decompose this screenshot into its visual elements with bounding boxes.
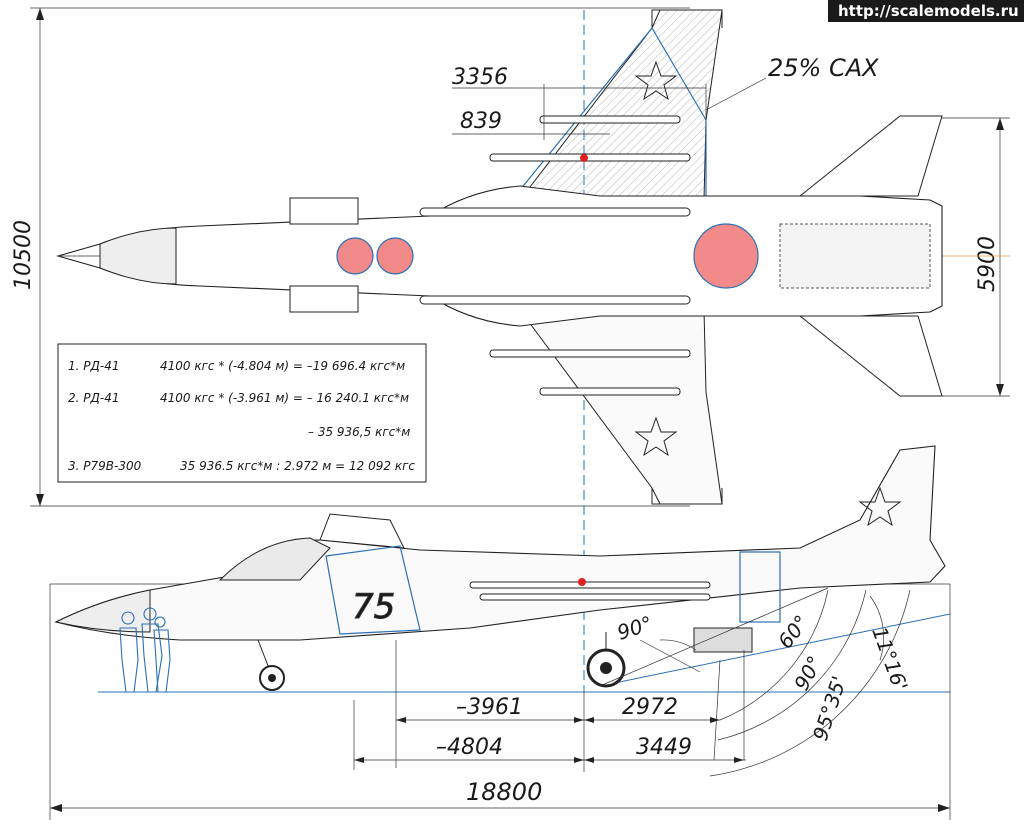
watermark: http://scalemodels.ru	[828, 0, 1024, 22]
calc-row4-label: 3. Р79В-300	[68, 459, 142, 473]
engine-bay	[779, 223, 931, 289]
tail-down-angle-line	[599, 613, 951, 687]
angle-90-nozzle: 90°	[614, 611, 655, 645]
upper-wing	[518, 9, 723, 201]
intake-upper	[289, 197, 359, 225]
side-dimensions: –3961 2972 –4804 3449 18800	[50, 695, 950, 812]
missile-side-1	[469, 581, 711, 589]
missiles-top	[419, 115, 691, 396]
arm-dimensions: 3356 839	[452, 65, 707, 140]
tail-number: 75	[352, 587, 395, 627]
missile-side-2	[479, 593, 711, 601]
mac-label: 25% САХ	[768, 54, 879, 82]
star-fin	[858, 486, 902, 527]
calc-row4-formula: 35 936.5 кгс*м : 2.972 м = 12 092 кгс	[180, 459, 415, 473]
upper-stabilizer	[798, 115, 943, 197]
cg-marker-side	[578, 578, 586, 586]
human-figures	[119, 607, 171, 693]
main-engine-outline	[739, 551, 781, 623]
cg-marker-top	[580, 154, 588, 162]
calc-row1-formula: 4100 кгс * (-4.804 м) = –19 696.4 кгс*м	[160, 359, 405, 373]
calc-row2-label: 2. РД-41	[68, 391, 119, 405]
dim-m4804: –4804	[436, 735, 503, 760]
arm-839-label: 839	[460, 109, 502, 134]
dim-length: 18800	[466, 778, 542, 806]
watermark-text: http://scalemodels.ru	[838, 2, 1019, 20]
nose-radome	[99, 227, 177, 285]
height-dimension: 5900	[935, 117, 1010, 397]
calc-row1-label: 1. РД-41	[68, 359, 119, 373]
span-label: 10500	[11, 220, 36, 290]
angle-90: 90°	[789, 652, 827, 695]
nozzle-box	[693, 627, 753, 653]
main-engine-marker	[693, 223, 759, 289]
intake-lower	[289, 285, 359, 313]
calc-row2-formula: 4100 кгс * (-3.961 м) = – 16 240.1 кгс*м	[160, 391, 409, 405]
calc-row3-formula: – 35 936,5 кгс*м	[308, 425, 410, 439]
dim-3449: 3449	[636, 735, 692, 760]
arm-3356-label: 3356	[452, 65, 508, 90]
angle-11: 11°16'	[867, 624, 912, 695]
nose-gear	[257, 639, 285, 691]
nose-radome-side	[54, 589, 151, 633]
angle-60: 60°	[773, 610, 814, 653]
canopy	[218, 537, 331, 581]
lift-engine-outline	[325, 545, 421, 635]
dim-2972: 2972	[622, 695, 678, 720]
lower-wing	[519, 309, 723, 505]
top-view: 10500 5900	[11, 7, 1010, 690]
lower-stabilizer	[798, 315, 943, 397]
main-gear	[586, 632, 626, 688]
ext-line-nozzle	[713, 659, 721, 761]
angle-arcs	[599, 587, 911, 777]
mac-leader	[705, 77, 767, 111]
lift-engine-2-marker	[376, 237, 414, 275]
height-label: 5900	[975, 236, 1000, 292]
dim-m3961: –3961	[456, 695, 523, 720]
star-lower-wing	[634, 416, 678, 457]
lift-engine-door	[319, 513, 405, 549]
span-dimension: 10500	[11, 7, 690, 507]
lift-engine-1-marker	[336, 237, 374, 275]
side-view: 75	[49, 445, 951, 820]
calculation-box: 1. РД-41 4100 кгс * (-4.804 м) = –19 696…	[57, 343, 427, 483]
star-upper-wing	[634, 60, 678, 101]
